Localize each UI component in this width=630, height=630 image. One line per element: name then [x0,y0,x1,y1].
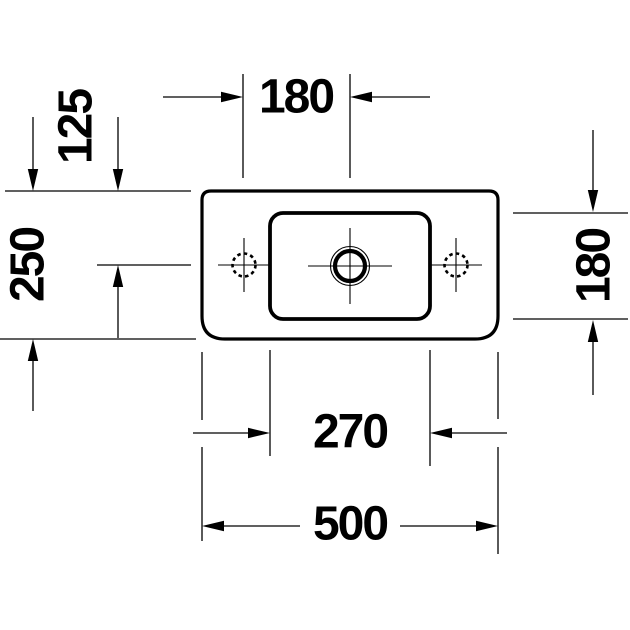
arrowhead-down-icon [112,169,124,191]
tap-hole-right [430,238,482,292]
arrowhead-up-icon [587,320,599,342]
dimension-top-180: 180 [163,71,430,178]
basin-inner-bowl [268,211,432,321]
dimension-bottom-500: 500 [201,352,499,554]
arrowhead-right-icon [476,520,498,532]
tap-hole-left [218,238,270,292]
dimension-left-125: 125 [50,89,191,338]
dim-label-left-125: 125 [50,89,103,164]
arrowhead-left-icon [430,427,452,439]
arrowhead-up-icon [112,265,124,287]
arrowhead-up-icon [27,339,39,361]
dim-label-top-180: 180 [259,71,333,124]
dim-label-bottom-500: 500 [313,498,387,551]
arrowhead-right-icon [221,91,243,103]
arrowhead-left-icon [202,520,224,532]
dimension-bottom-270: 270 [193,350,507,466]
dimension-right-180: 180 [513,130,628,395]
arrowhead-down-icon [27,169,39,191]
basin-top-view [200,189,500,341]
arrowhead-down-icon [587,190,599,212]
arrowhead-left-icon [350,91,372,103]
basin-outer-rim [200,189,500,341]
center-faucet-hole [308,228,392,304]
dimension-left-250: 250 [0,117,196,411]
dim-label-right-180: 180 [568,229,621,303]
dim-label-left-250: 250 [2,228,55,302]
dim-label-bottom-270: 270 [313,406,387,459]
arrowhead-right-icon [248,427,270,439]
